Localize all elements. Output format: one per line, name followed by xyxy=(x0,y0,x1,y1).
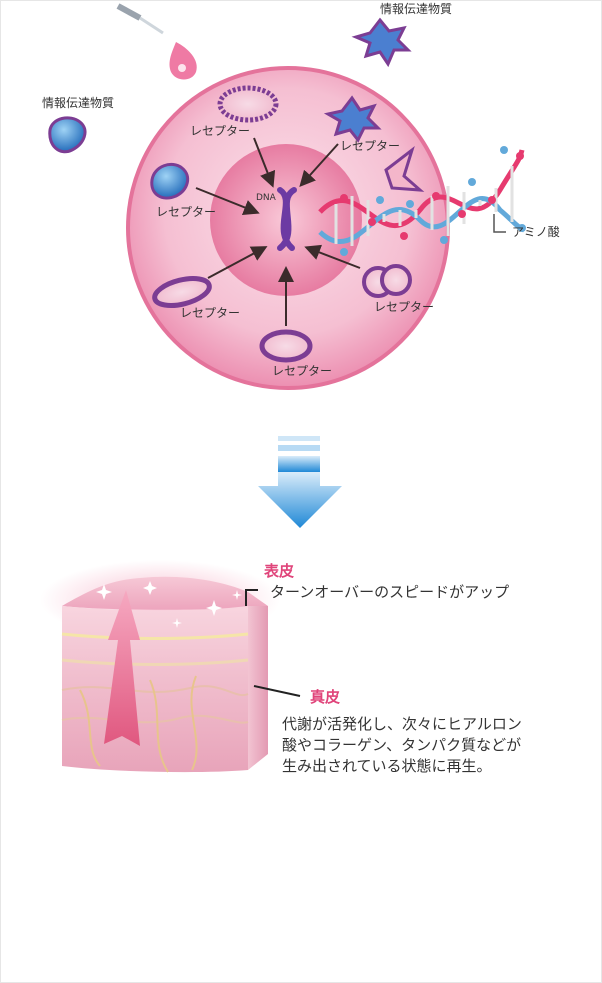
skin-block xyxy=(40,560,280,773)
turnover-up-arrow xyxy=(104,590,140,746)
dermis-description-line3: 生み出されている状態に再生。 xyxy=(282,757,492,775)
info-substance-label-left: 情報伝達物質 xyxy=(42,96,115,110)
dermis-leader xyxy=(253,685,301,697)
dermis-title: 真皮 xyxy=(310,688,341,706)
amino-leader xyxy=(493,214,506,233)
dermis-description-line1: 代謝が活発化し、次々にヒアルロン xyxy=(282,715,522,733)
dna-label: DNA xyxy=(256,193,276,203)
receptor-label-bottom: レセプター xyxy=(272,364,333,378)
epidermis-title: 表皮 xyxy=(264,562,295,580)
receptor-blue-icon xyxy=(150,163,190,200)
receptor-triangle-icon xyxy=(384,145,425,192)
receptor-label-right: レセプター xyxy=(374,300,435,314)
pipette-icon xyxy=(116,3,164,35)
receptor-star-icon xyxy=(323,95,382,143)
receptor-label-blue: レセプター xyxy=(156,205,217,219)
drop-icon xyxy=(169,42,197,80)
receptor-left-icon xyxy=(152,276,212,308)
blue-molecule-icon xyxy=(48,116,87,154)
receptor-top-icon xyxy=(217,85,279,123)
info-substance-label-top: 情報伝達物質 xyxy=(380,2,453,16)
receptor-bottom-icon xyxy=(259,329,313,363)
receptor-label-left: レセプター xyxy=(180,306,241,320)
dna-helix-icon xyxy=(318,146,526,256)
receptor-label-top: レセプター xyxy=(190,124,251,138)
amino-acid-label: アミノ酸 xyxy=(512,225,560,239)
dermis-description-line2: 酸やコラーゲン、タンパク質などが xyxy=(282,736,522,754)
epidermis-leader xyxy=(245,589,258,606)
receptor-label-star: レセプター xyxy=(340,139,401,153)
transition-arrow-icon xyxy=(258,436,342,528)
epidermis-description: ターンオーバーのスピードがアップ xyxy=(270,583,510,601)
chromosome-icon xyxy=(277,187,297,251)
receptor-right-icon xyxy=(362,264,412,298)
signal-arrows xyxy=(195,137,361,326)
star-molecule-icon xyxy=(351,17,412,68)
